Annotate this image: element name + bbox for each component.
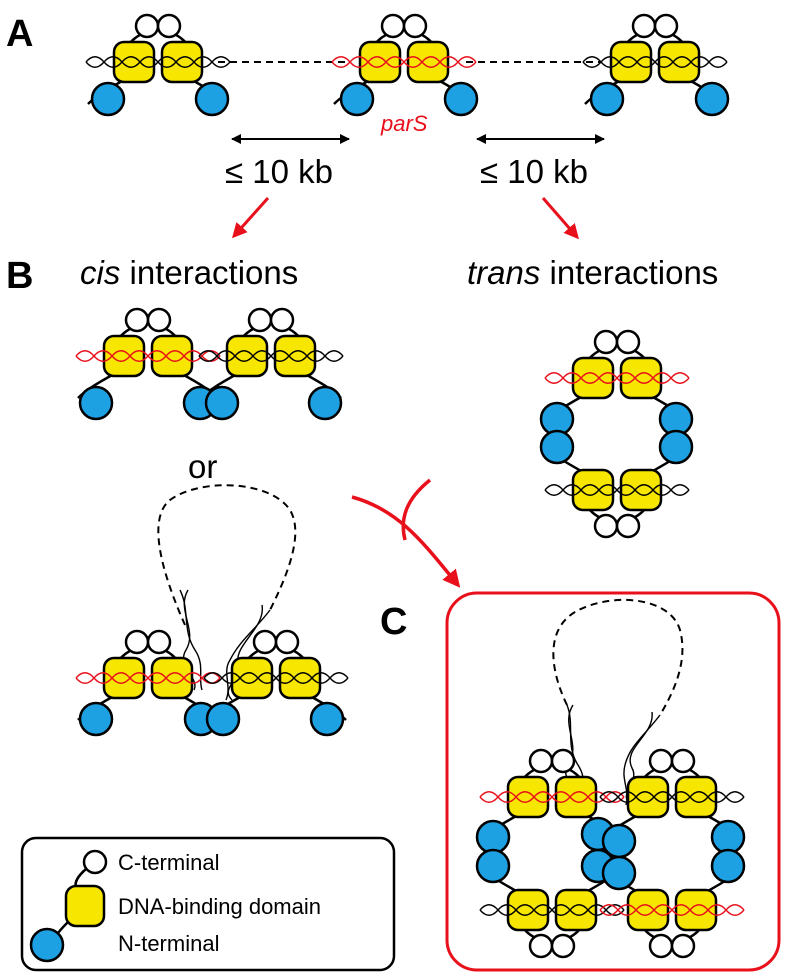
distance-label-left: ≤ 10 kb bbox=[225, 153, 333, 190]
dimer-a-left bbox=[86, 15, 230, 117]
legend-c-terminal-label: C-terminal bbox=[118, 850, 219, 875]
cis-adjacent-dimers bbox=[76, 309, 343, 421]
cis-looped-dimers bbox=[76, 484, 348, 737]
or-label: or bbox=[188, 448, 217, 485]
legend-dna-binding-label: DNA-binding domain bbox=[118, 894, 321, 919]
panel-label-b: B bbox=[6, 255, 33, 297]
legend-c-terminal-icon bbox=[82, 849, 108, 875]
cis-heading: cis interactions bbox=[80, 254, 298, 291]
pars-label: parS bbox=[380, 111, 428, 136]
legend: C-terminal DNA-binding domain N-terminal bbox=[20, 836, 396, 972]
panel-c-complex bbox=[475, 598, 746, 957]
legend-n-terminal-label: N-terminal bbox=[118, 931, 219, 956]
trans-heading: trans interactions bbox=[467, 254, 718, 291]
legend-n-terminal-icon bbox=[29, 927, 65, 963]
red-arrow-to-trans bbox=[541, 197, 579, 240]
panel-c-frame bbox=[445, 591, 781, 972]
panel-label-c: C bbox=[380, 601, 407, 643]
legend-box bbox=[20, 836, 396, 972]
legend-dna-binding-icon bbox=[64, 884, 106, 928]
red-arrow-to-c bbox=[351, 478, 461, 588]
dimer-a-center-pars bbox=[332, 15, 479, 117]
panel-label-a: A bbox=[6, 13, 33, 55]
trans-dimer-pair bbox=[539, 331, 694, 537]
distance-label-right: ≤ 10 kb bbox=[480, 153, 588, 190]
dimer-a-right bbox=[583, 15, 730, 117]
red-arrow-to-cis bbox=[231, 196, 270, 239]
